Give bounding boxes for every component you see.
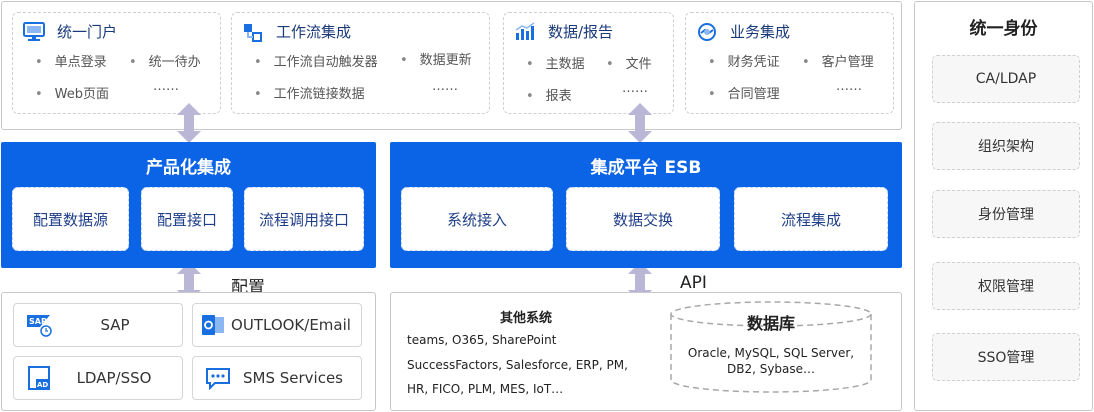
database-cylinder <box>670 301 872 393</box>
list-item: 报表 <box>526 85 572 104</box>
card-portal: 统一门户 单点登录 统一待办 Web页面 …… <box>12 12 221 114</box>
card-data-title: 数据/报告 <box>548 23 614 41</box>
identity-item-permission[interactable]: 权限管理 <box>932 262 1080 310</box>
list-item: Web页面 <box>35 83 109 102</box>
database-line: Oracle, MySQL, SQL Server, <box>687 346 855 360</box>
card-workflow-title: 工作流集成 <box>276 23 352 41</box>
handshake-icon <box>698 22 716 41</box>
system-sap[interactable]: SAP SAP <box>13 303 183 347</box>
system-ldap-label: LDAP/SSO <box>76 369 152 387</box>
workflow-icon <box>244 23 262 42</box>
svg-text:SAP: SAP <box>29 317 47 326</box>
card-portal-title: 统一门户 <box>57 23 118 41</box>
other-systems-line: teams, O365, SharePoint <box>407 333 557 347</box>
list-item: …… <box>153 79 179 94</box>
esb-panel: 集成平台 ESB 系统接入 数据交换 流程集成 <box>390 142 902 268</box>
list-item: …… <box>622 81 648 96</box>
list-item: 合同管理 <box>708 83 780 102</box>
esb-title: 集成平台 ESB <box>590 158 702 178</box>
monitor-icon <box>23 21 45 41</box>
double-arrow-icon <box>628 103 652 143</box>
list-item: 工作流自动触发器 <box>254 51 378 70</box>
system-access-box[interactable]: 系统接入 <box>401 187 553 251</box>
list-item: 客户管理 <box>802 51 874 70</box>
system-outlook-label: OUTLOOK/Email <box>231 316 351 334</box>
list-item: 单点登录 <box>35 51 107 70</box>
card-business: 业务集成 财务凭证 客户管理 合同管理 …… <box>685 12 894 114</box>
list-item: 财务凭证 <box>708 51 780 70</box>
product-integration-panel: 产品化集成 配置数据源 配置接口 流程调用接口 <box>1 142 376 268</box>
process-call-interface-box[interactable]: 流程调用接口 <box>244 187 364 251</box>
sap-icon: SAP <box>27 315 52 337</box>
chart-icon <box>515 21 535 40</box>
double-arrow-icon <box>177 103 201 143</box>
card-workflow: 工作流集成 工作流自动触发器 数据更新 工作流链接数据 …… <box>231 12 490 114</box>
list-item: 工作流链接数据 <box>254 83 365 102</box>
config-interface-box[interactable]: 配置接口 <box>141 187 233 251</box>
config-datasource-box[interactable]: 配置数据源 <box>12 187 129 251</box>
identity-item-ca-ldap[interactable]: CA/LDAP <box>932 55 1080 103</box>
list-item: 数据更新 <box>400 49 472 68</box>
card-business-title: 业务集成 <box>730 23 791 41</box>
outlook-icon <box>202 315 224 335</box>
card-data: 数据/报告 主数据 文件 报表 …… <box>503 12 674 114</box>
ad-icon: AD <box>28 366 50 390</box>
system-sms-label: SMS Services <box>242 369 343 387</box>
list-item: …… <box>432 79 458 94</box>
list-item: 统一待办 <box>129 51 201 70</box>
list-item: …… <box>836 79 862 94</box>
process-integration-box[interactable]: 流程集成 <box>734 187 888 251</box>
identity-item-sso[interactable]: SSO管理 <box>932 333 1080 381</box>
product-integration-title: 产品化集成 <box>146 158 231 178</box>
identity-title: 统一身份 <box>969 19 1038 39</box>
other-systems-line: SuccessFactors, Salesforce, ERP, PM, <box>407 358 628 372</box>
identity-item-org[interactable]: 组织架构 <box>932 122 1080 170</box>
svg-text:AD: AD <box>37 381 48 389</box>
identity-item-identity[interactable]: 身份管理 <box>932 190 1080 238</box>
data-exchange-box[interactable]: 数据交换 <box>566 187 720 251</box>
other-systems-title: 其他系统 <box>500 311 553 326</box>
api-label: API <box>680 273 707 293</box>
other-systems-line: HR, FICO, PLM, MES, IoT… <box>407 382 564 396</box>
database-line: DB2, Sybase… <box>726 362 816 376</box>
system-outlook[interactable]: OUTLOOK/Email <box>192 303 362 347</box>
system-sap-label: SAP <box>100 316 130 334</box>
list-item: 主数据 <box>526 53 585 72</box>
list-item: 文件 <box>606 53 652 72</box>
database-title: 数据库 <box>746 314 795 333</box>
sms-icon <box>206 368 230 390</box>
system-sms[interactable]: SMS Services <box>192 356 362 400</box>
system-ldap[interactable]: AD LDAP/SSO <box>13 356 183 400</box>
